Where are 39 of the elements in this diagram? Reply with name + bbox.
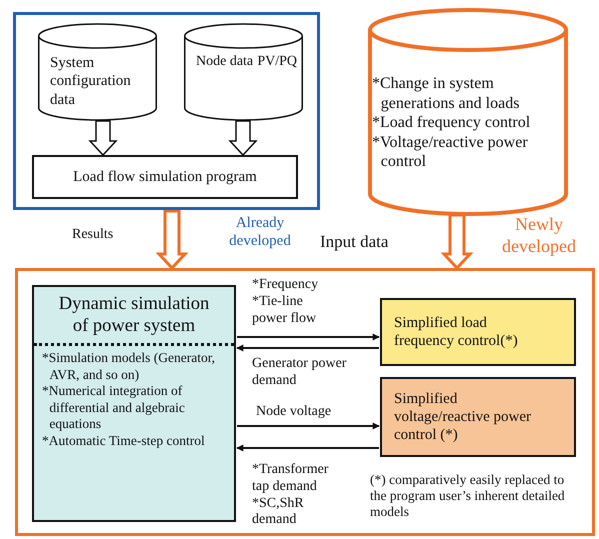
process-box (32, 155, 298, 199)
bullet-item: *Load frequency control (372, 113, 532, 133)
edge-label: Node voltage (256, 404, 332, 421)
arrow (236, 444, 379, 452)
bullet-item: *Change in system generations and loads (372, 74, 520, 114)
block-arrow (440, 214, 474, 270)
edge-label: *Transformer tap demand *SC,ShR demand (252, 462, 330, 530)
cylinder-text: PV/PQ (257, 54, 297, 70)
box-text: Load flow simulation program (72, 168, 258, 186)
bullet-item: *Numerical integration of differential and algebraic equations (42, 383, 186, 433)
edge-label: Results (72, 227, 114, 244)
process-box (32, 285, 236, 522)
bullet-item: *Automatic Time-step control (42, 432, 206, 450)
cylinder-text: Node data (196, 54, 254, 70)
box-text: Simplified load frequency control(*) (394, 314, 519, 350)
database-cylinder (38, 24, 157, 120)
block-arrow (228, 120, 258, 156)
group-frame (13, 12, 320, 210)
annotation: Newly developed (501, 214, 577, 258)
block-arrow (156, 210, 188, 270)
database-cylinder (368, 10, 568, 214)
process-box (380, 298, 576, 366)
footnote: (*) comparatively easily replaced to the program user’s inherent detailed models (370, 472, 566, 521)
cylinder-text: System configuration data (50, 54, 132, 109)
bullet-item: *Voltage/reactive power control (372, 132, 529, 172)
group-frame (15, 268, 595, 536)
edge-label: Input data (320, 232, 390, 252)
box-text: Simplified voltage/reactive power control (*) (394, 390, 532, 444)
annotation: Already developed (228, 214, 292, 250)
process-box (380, 377, 576, 457)
edge-label: *Frequency *Tie-line power flow (252, 277, 320, 328)
bullet-item: *Simulation models (Generator, AVR, and so on) (42, 350, 216, 384)
edge-label: Generator power demand (252, 356, 348, 390)
database-cylinder (184, 24, 303, 120)
arrow (237, 334, 380, 340)
arrow (236, 344, 379, 352)
arrow (237, 422, 380, 430)
block-arrow (88, 120, 118, 156)
box-heading: Dynamic simulation of power system (58, 293, 210, 338)
